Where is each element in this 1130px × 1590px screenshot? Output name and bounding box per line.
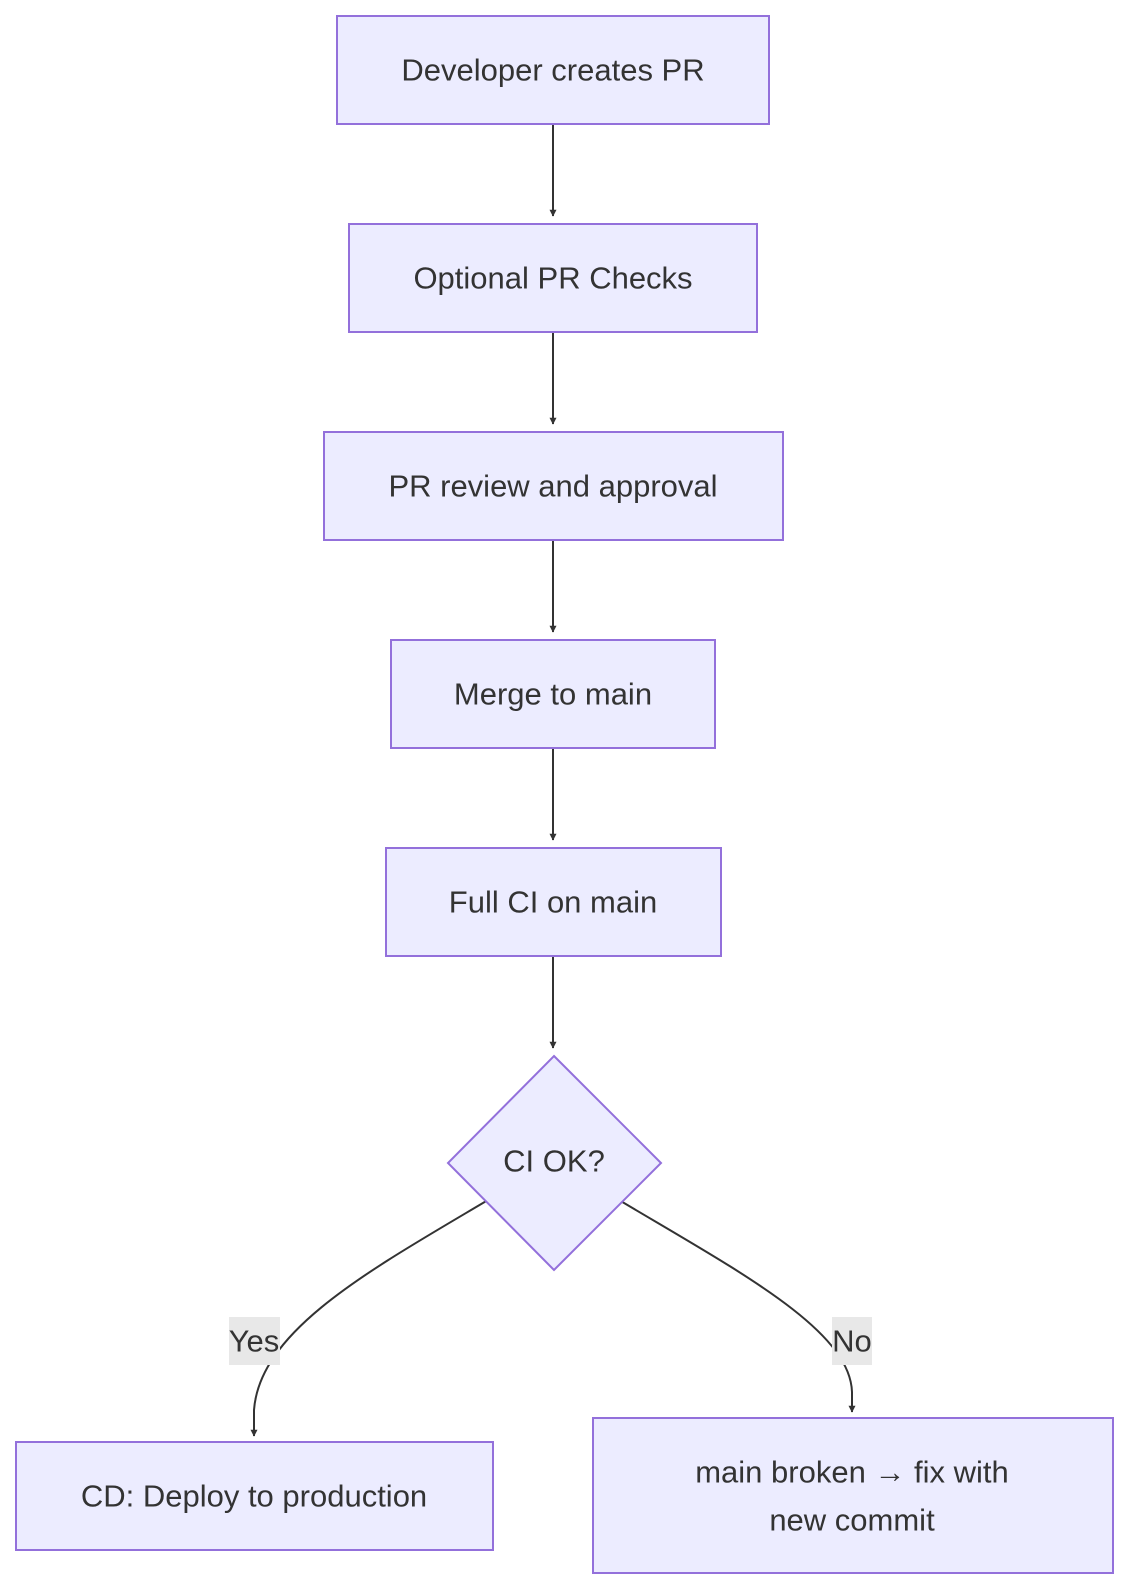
- node-deploy-production-label: CD: Deploy to production: [81, 1479, 427, 1514]
- decision-ci-ok-label: CI OK?: [503, 1144, 605, 1179]
- node-pr-review: PR review and approval: [323, 431, 784, 541]
- node-pr-review-label: PR review and approval: [388, 469, 717, 504]
- decision-ci-ok: CI OK?: [446, 1054, 663, 1272]
- edges: [250, 124, 856, 1437]
- edge-label-yes: Yes: [229, 1317, 280, 1365]
- node-main-broken-label-line1: main broken → fix with: [695, 1455, 1009, 1490]
- edge-label-no: No: [832, 1317, 872, 1365]
- node-merge-to-main-label: Merge to main: [454, 677, 652, 712]
- node-main-broken-label-line2: new commit: [769, 1503, 935, 1538]
- node-developer-creates-pr-label: Developer creates PR: [401, 53, 704, 88]
- node-merge-to-main: Merge to main: [390, 639, 716, 749]
- node-optional-pr-checks: Optional PR Checks: [348, 223, 758, 333]
- node-full-ci-label: Full CI on main: [449, 885, 657, 920]
- node-main-broken: main broken → fix with new commit: [592, 1417, 1114, 1574]
- node-full-ci: Full CI on main: [385, 847, 722, 957]
- node-developer-creates-pr: Developer creates PR: [336, 15, 770, 125]
- node-deploy-production: CD: Deploy to production: [15, 1441, 494, 1551]
- edge-label-yes-text: Yes: [229, 1324, 280, 1359]
- node-optional-pr-checks-label: Optional PR Checks: [413, 261, 692, 296]
- edge-decision-yes: [250, 1199, 489, 1437]
- edge-decision-no: [618, 1199, 856, 1413]
- edge-label-no-text: No: [832, 1324, 872, 1359]
